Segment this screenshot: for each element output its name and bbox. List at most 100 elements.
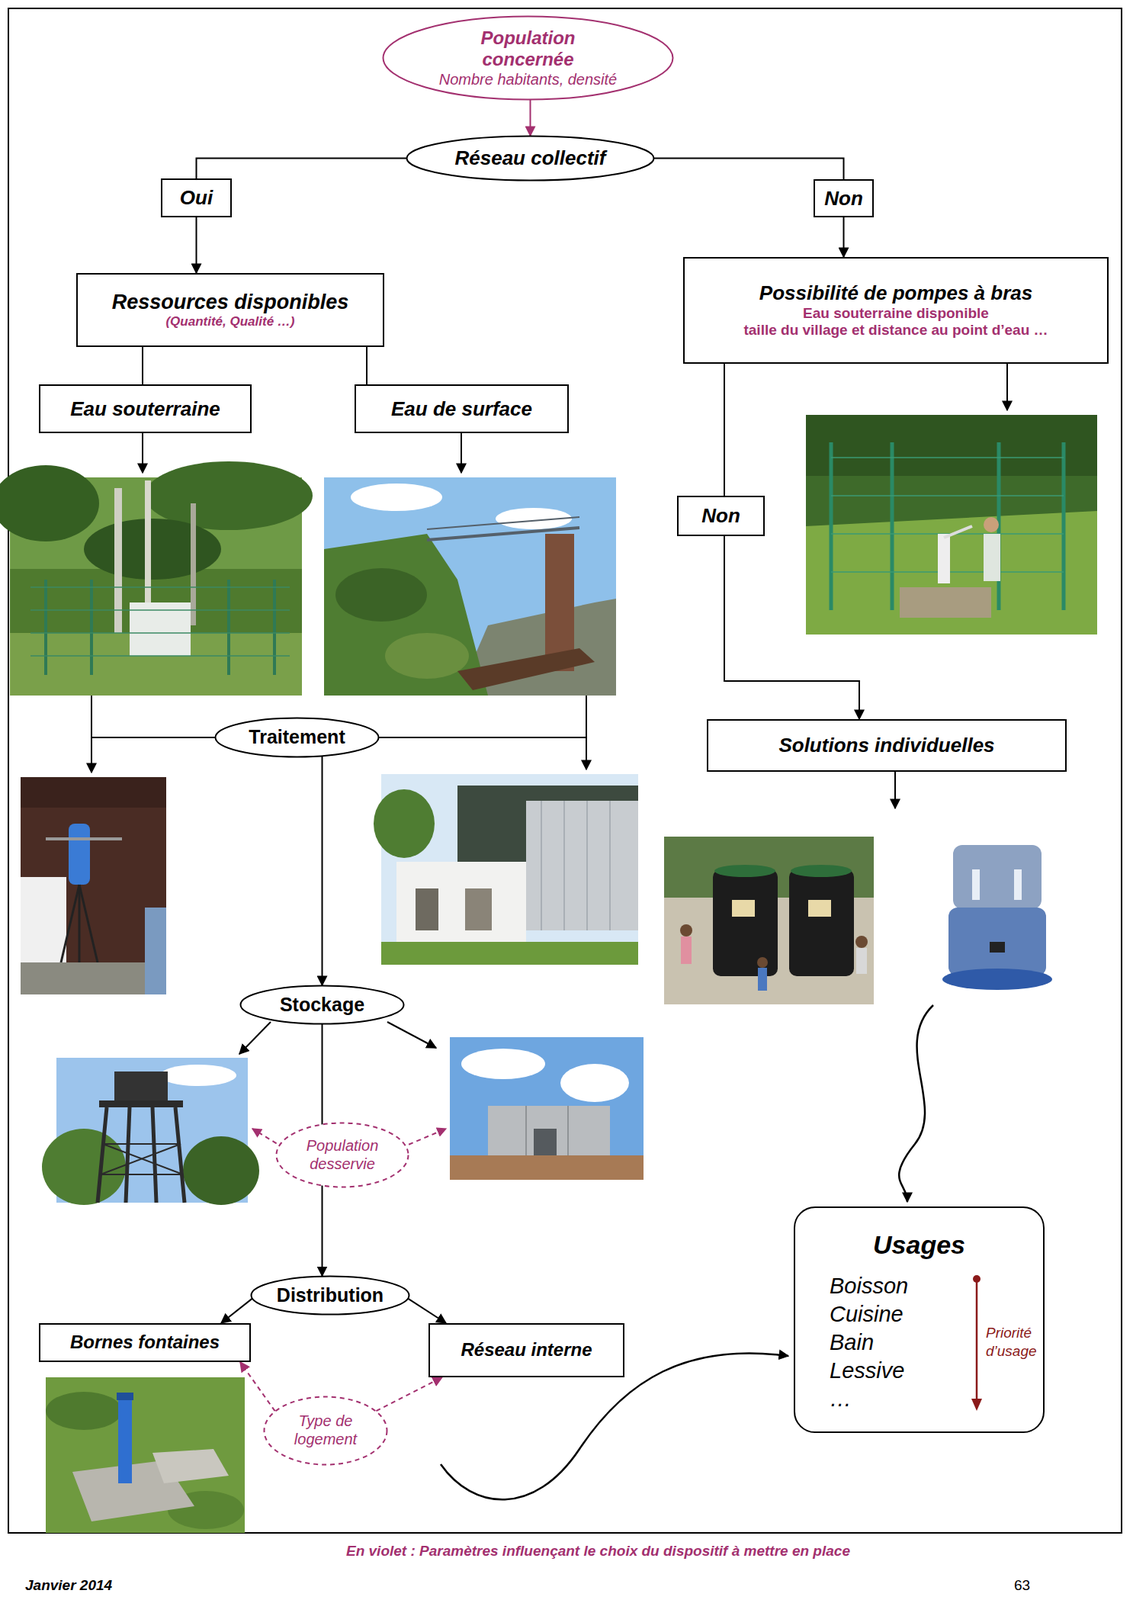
connector xyxy=(723,363,726,496)
photo-rain-tanks xyxy=(680,936,692,964)
node-title: Population desservie xyxy=(292,1136,392,1173)
photo-rain-tanks xyxy=(757,956,768,968)
population-ellipse: Population concernéeNombre habitants, de… xyxy=(381,15,675,101)
ellipse-shape xyxy=(215,718,379,758)
photo-rain-tanks xyxy=(664,836,874,1005)
photo-surface-water xyxy=(457,598,617,696)
ellipse-shape xyxy=(251,1276,410,1315)
photo-groundwater xyxy=(30,654,290,657)
photo-standpipe xyxy=(45,1376,245,1533)
photo-water-tower xyxy=(160,1064,237,1086)
photo-hand-pump xyxy=(805,414,1098,635)
photo-water-filter xyxy=(936,833,1059,995)
node-text-group: UsagesBoisson Cuisine Bain Lessive …Prio… xyxy=(795,1207,1044,1432)
photo-arrow xyxy=(585,695,588,770)
connector xyxy=(407,1298,447,1323)
photo-rain-tanks xyxy=(789,869,854,976)
influence-arrow xyxy=(401,1128,447,1148)
node-text-group: Non xyxy=(701,503,741,528)
distribution-box: Bornes fontaines xyxy=(38,1322,251,1362)
node-text-group: Stockage xyxy=(279,993,365,1017)
connector xyxy=(195,217,198,273)
photo-water-tower xyxy=(97,1107,185,1203)
distribution-box: Réseau interne xyxy=(428,1322,625,1377)
photo-storage-tanks xyxy=(560,1063,630,1102)
photo-hand-pump xyxy=(1062,442,1066,610)
step-ellipse: Traitement xyxy=(214,716,380,758)
ellipse-shape xyxy=(407,136,655,181)
photo-arrow xyxy=(90,695,93,773)
node-subtext: Priorité d’usage xyxy=(985,1323,1037,1361)
photo-hand-pump xyxy=(943,526,973,538)
legend-note: En violet : Paramètres influençant le ch… xyxy=(346,1542,851,1560)
node-title: Solutions individuelles xyxy=(778,733,995,758)
photo-arrow xyxy=(460,433,463,473)
node-title: Oui xyxy=(179,186,213,210)
photo-hand-pump xyxy=(937,533,951,584)
photo-treatment-plant xyxy=(563,800,565,931)
step-ellipse: Distribution xyxy=(250,1274,411,1316)
photo-arrow xyxy=(239,1021,271,1054)
step-ellipse: Stockage xyxy=(239,984,405,1025)
node-text-group: Eau de surface xyxy=(391,397,533,421)
node-text-group: Type de logement xyxy=(279,1412,373,1448)
photo-rain-tanks xyxy=(808,899,832,917)
node-title: Non xyxy=(824,186,864,211)
photo-treatment-plant xyxy=(465,888,492,931)
photo-hand-pump xyxy=(831,494,1064,497)
photo-treatment-plant xyxy=(609,800,611,931)
photo-storage-tanks xyxy=(487,1105,610,1159)
photo-standpipe xyxy=(45,1391,122,1430)
photo-treatment-unit xyxy=(78,884,81,963)
photo-rain-tanks xyxy=(664,836,874,1005)
connector xyxy=(843,217,845,257)
node-title: Ressources disponibles xyxy=(112,290,350,315)
ellipse-shape xyxy=(276,1123,409,1188)
photo-rain-tanks xyxy=(856,947,867,974)
process-box: Solutions individuelles xyxy=(706,718,1067,772)
node-text-group: Solutions individuelles xyxy=(778,733,995,758)
photo-treatment-unit xyxy=(45,837,122,841)
photo-arrow xyxy=(894,771,896,809)
node-title: Distribution xyxy=(276,1283,384,1307)
photo-groundwater xyxy=(0,465,100,542)
node-subtext: (Quantité, Qualité …) xyxy=(112,314,350,330)
photo-storage-tanks xyxy=(449,1036,644,1180)
resource-box: Eau de surface xyxy=(354,384,569,434)
photo-water-tower xyxy=(102,1143,183,1175)
node-text-group: Oui xyxy=(179,186,213,210)
photo-water-filter xyxy=(942,968,1053,990)
node-subtext: taille du village et distance au point d… xyxy=(743,321,1048,339)
photo-arrow xyxy=(1006,363,1008,411)
photo-treatment-unit xyxy=(79,884,98,963)
photo-treatment-plant xyxy=(541,800,610,931)
photo-surface-water xyxy=(426,516,580,530)
node-text-group: Population concernéeNombre habitants, de… xyxy=(433,27,624,89)
photo-surface-water xyxy=(457,648,595,691)
photo-water-tower xyxy=(97,1107,107,1203)
photo-groundwater xyxy=(227,579,231,675)
connector xyxy=(375,1376,443,1411)
photo-treatment-plant xyxy=(540,800,543,931)
photo-treatment-unit xyxy=(144,907,167,995)
node-title: Réseau collectif xyxy=(455,146,607,171)
photo-arrow xyxy=(898,1004,934,1202)
photo-groundwater xyxy=(30,632,290,634)
photo-water-tower xyxy=(125,1107,130,1203)
connector xyxy=(321,756,324,986)
node-title: Type de logement xyxy=(279,1412,373,1448)
photo-water-filter xyxy=(953,844,1042,909)
photo-arrow xyxy=(365,736,587,739)
process-box: Ressources disponibles(Quantité, Qualité… xyxy=(76,272,385,347)
photo-water-tower xyxy=(41,1057,260,1205)
photo-groundwater xyxy=(0,461,313,696)
photo-water-filter xyxy=(972,869,980,900)
node-text-group: Distribution xyxy=(276,1283,384,1307)
photo-surface-water xyxy=(324,477,617,696)
photo-storage-tanks xyxy=(461,1048,546,1079)
photo-treatment-unit xyxy=(60,884,80,963)
photo-hand-pump xyxy=(805,510,1098,635)
ellipse-shape xyxy=(264,1396,388,1465)
photo-rain-tanks xyxy=(680,924,693,937)
